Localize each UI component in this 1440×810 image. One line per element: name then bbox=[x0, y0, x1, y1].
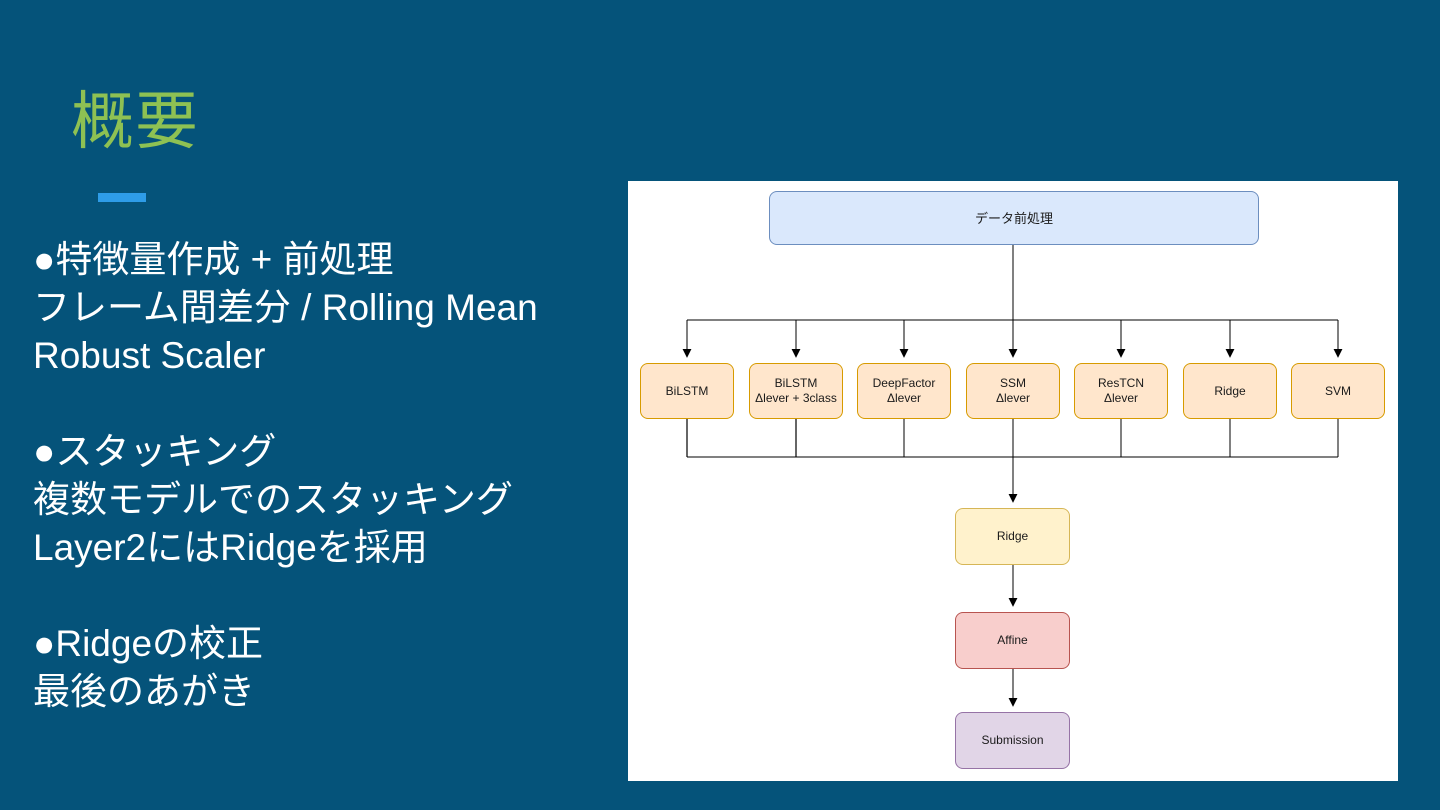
node-label: BiLSTM bbox=[665, 383, 709, 398]
bullet-line: ●Ridgeの校正 bbox=[33, 623, 264, 664]
node-label: Δlever bbox=[995, 391, 1031, 405]
node-label: Ridge bbox=[996, 529, 1029, 543]
node-label: Δlever bbox=[886, 391, 922, 405]
bullet-line: Layer2にはRidgeを採用 bbox=[33, 527, 428, 568]
bullet-list: ●特徴量作成 + 前処理 フレーム間差分 / Rolling Mean Robu… bbox=[33, 236, 613, 764]
bullet-line: ●スタッキング bbox=[33, 431, 277, 472]
node-data-preprocessing: データ前処理 bbox=[769, 191, 1259, 245]
bullet-line: ●特徴量作成 + 前処理 bbox=[33, 239, 394, 280]
node-label: データ前処理 bbox=[974, 210, 1053, 226]
node-layer2-ridge: Ridge bbox=[955, 508, 1070, 565]
node-label: Δlever bbox=[1103, 391, 1139, 405]
page-title: 概要 bbox=[71, 87, 199, 157]
node-label: SSM bbox=[999, 376, 1026, 390]
node-label: SVM bbox=[1324, 383, 1351, 398]
node-label: Δlever + 3class bbox=[755, 391, 837, 405]
node-model-deepfactor: DeepFactor Δlever bbox=[857, 363, 951, 419]
flow-connector-lines bbox=[682, 245, 1343, 707]
node-model-ssm: SSM Δlever bbox=[966, 363, 1060, 419]
node-label: ResTCN bbox=[1097, 376, 1144, 390]
node-model-ridge: Ridge bbox=[1183, 363, 1277, 419]
node-model-bilstm-dlever-3class: BiLSTM Δlever + 3class bbox=[749, 363, 843, 419]
bullet-block-features: ●特徴量作成 + 前処理 フレーム間差分 / Rolling Mean Robu… bbox=[33, 236, 613, 380]
bullet-line: フレーム間差分 / Rolling Mean bbox=[33, 287, 538, 328]
node-label: BiLSTM bbox=[774, 376, 818, 390]
node-label: Affine bbox=[997, 633, 1028, 647]
node-label: Submission bbox=[981, 733, 1044, 747]
title-underline bbox=[98, 193, 146, 202]
bullet-block-calibration: ●Ridgeの校正 最後のあがき bbox=[33, 620, 613, 716]
bullet-line: Robust Scaler bbox=[33, 335, 266, 376]
node-model-bilstm: BiLSTM bbox=[640, 363, 734, 419]
diagram-panel: データ前処理 BiLSTM BiLSTM Δlever + 3class Dee… bbox=[628, 181, 1398, 781]
node-model-restcn: ResTCN Δlever bbox=[1074, 363, 1168, 419]
bullet-block-stacking: ●スタッキング 複数モデルでのスタッキング Layer2にはRidgeを採用 bbox=[33, 428, 613, 572]
bullet-line: 複数モデルでのスタッキング bbox=[33, 479, 513, 520]
node-affine: Affine bbox=[955, 612, 1070, 669]
bullet-line: 最後のあがき bbox=[33, 671, 255, 712]
node-submission: Submission bbox=[955, 712, 1070, 769]
node-label: Ridge bbox=[1214, 383, 1246, 398]
node-model-svm: SVM bbox=[1291, 363, 1385, 419]
node-label: DeepFactor bbox=[872, 376, 936, 390]
